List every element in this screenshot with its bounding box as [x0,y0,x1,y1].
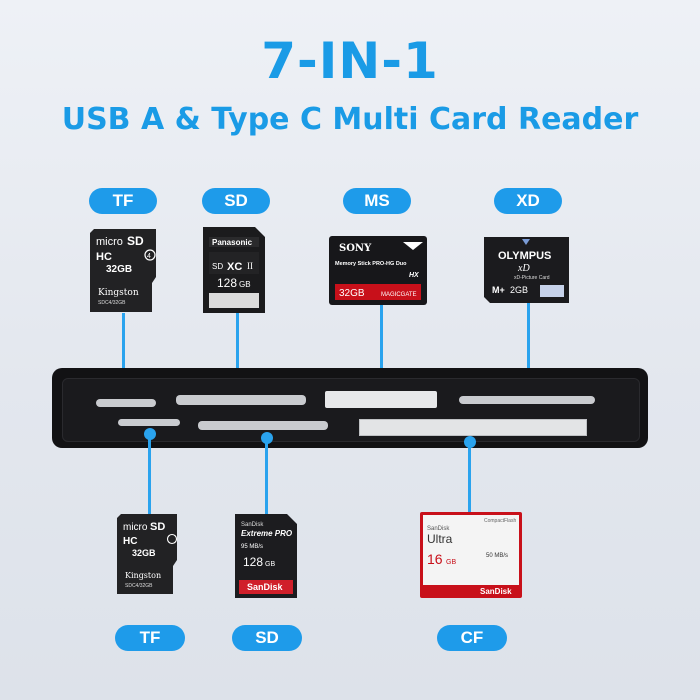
cf-unit: GB [446,559,456,566]
sdtop-line3: XC [227,261,242,273]
slot-sd-top [176,395,306,405]
connector-cf [468,442,471,512]
compactflash-card: CompactFlash SanDisk Ultra 50 MB/s 16 GB… [420,512,522,598]
ms-line1: Memory Stick PRO-HG Duo [335,261,407,267]
sdtop-line4: II [247,261,253,271]
sdtop-line2: SD [212,262,223,271]
microsd-card-top: micro SD HC 32GB 4 Kingston SDC4/32GB [90,229,160,312]
tf2-line1: micro [123,522,148,533]
tf2-capacity: 32GB [132,548,156,558]
page-subtitle: USB A & Type C Multi Card Reader [61,102,639,137]
tf-line1: micro [96,236,123,248]
tf-model: SDC4/32GB [98,300,126,306]
label-ms-top: MS [343,188,411,214]
ms-gate: MAGICGATE [381,292,417,298]
sd-card-bottom: SanDisk Extreme PRO 95 MB/s 128 GB SanDi… [235,514,297,598]
sdb-unit: GB [265,561,275,568]
ms-capacity: 32GB [339,288,365,299]
connector-tf-bottom [148,434,151,514]
tf-capacity: 32GB [106,264,132,275]
cf-capacity: 16 [427,551,443,567]
slot-sd-bottom [198,421,328,430]
xd-logo: xD [517,263,530,274]
slot-tf-top [96,399,156,407]
cf-header: CompactFlash [484,518,516,524]
xd-brand: OLYMPUS [498,250,551,262]
tf2-brand: Kingston [125,571,161,580]
sdtop-unit: GB [239,280,251,289]
cf-footer: SanDisk [480,587,512,596]
tf-line3: HC [96,251,112,263]
xd-line2: M+ [492,285,505,295]
cf-series: Ultra [427,532,453,546]
sdb-series: Extreme PRO [241,529,293,538]
cf-brand: SanDisk [427,526,450,532]
cf-speed: 50 MB/s [486,553,508,559]
svg-text:4: 4 [147,253,151,260]
tf-brand: Kingston [98,288,139,298]
ms-mark: HX [409,272,420,279]
xd-card: OLYMPUS xD xD-Picture Card M+ 2GB [484,237,569,303]
slot-xd [459,396,595,404]
tf-line2: SD [127,234,144,248]
connector-ms [380,305,383,384]
label-sd-top: SD [202,188,270,214]
ms-brand: SONY [339,243,372,254]
xd-line1: xD-Picture Card [514,275,550,281]
label-tf-top: TF [89,188,157,214]
sdb-footer: SanDisk [247,582,284,592]
connector-xd [527,303,530,384]
slot-tf-bottom [118,419,180,426]
sdb-brand: SanDisk [241,522,264,528]
label-cf-bottom: CF [437,625,507,651]
sdtop-brand: Panasonic [212,238,253,247]
label-sd-bottom: SD [232,625,302,651]
slot-cf [359,419,587,436]
page-title: 7-IN-1 [261,32,439,90]
sdb-capacity: 128 [243,555,263,569]
sdtop-capacity: 128 [217,276,237,290]
xd-capacity: 2GB [510,285,528,295]
connector-tf-top [122,313,125,384]
slot-ms [325,391,437,408]
label-xd-top: XD [494,188,562,214]
sd-card-top: Panasonic SD XC II 128 GB [203,227,265,313]
connector-sd-top [236,313,239,384]
tf2-model: SDC4/32GB [125,583,153,589]
tf2-line3: HC [123,536,137,547]
tf2-line2: SD [150,521,165,533]
memory-stick-card: SONY Memory Stick PRO-HG Duo HX 32GB MAG… [329,236,427,305]
connector-sd-bottom [265,438,268,514]
sdb-speed: 95 MB/s [241,544,263,550]
microsd-card-bottom: micro SD HC 32GB Kingston SDC4/32GB [117,514,181,594]
label-tf-bottom: TF [115,625,185,651]
